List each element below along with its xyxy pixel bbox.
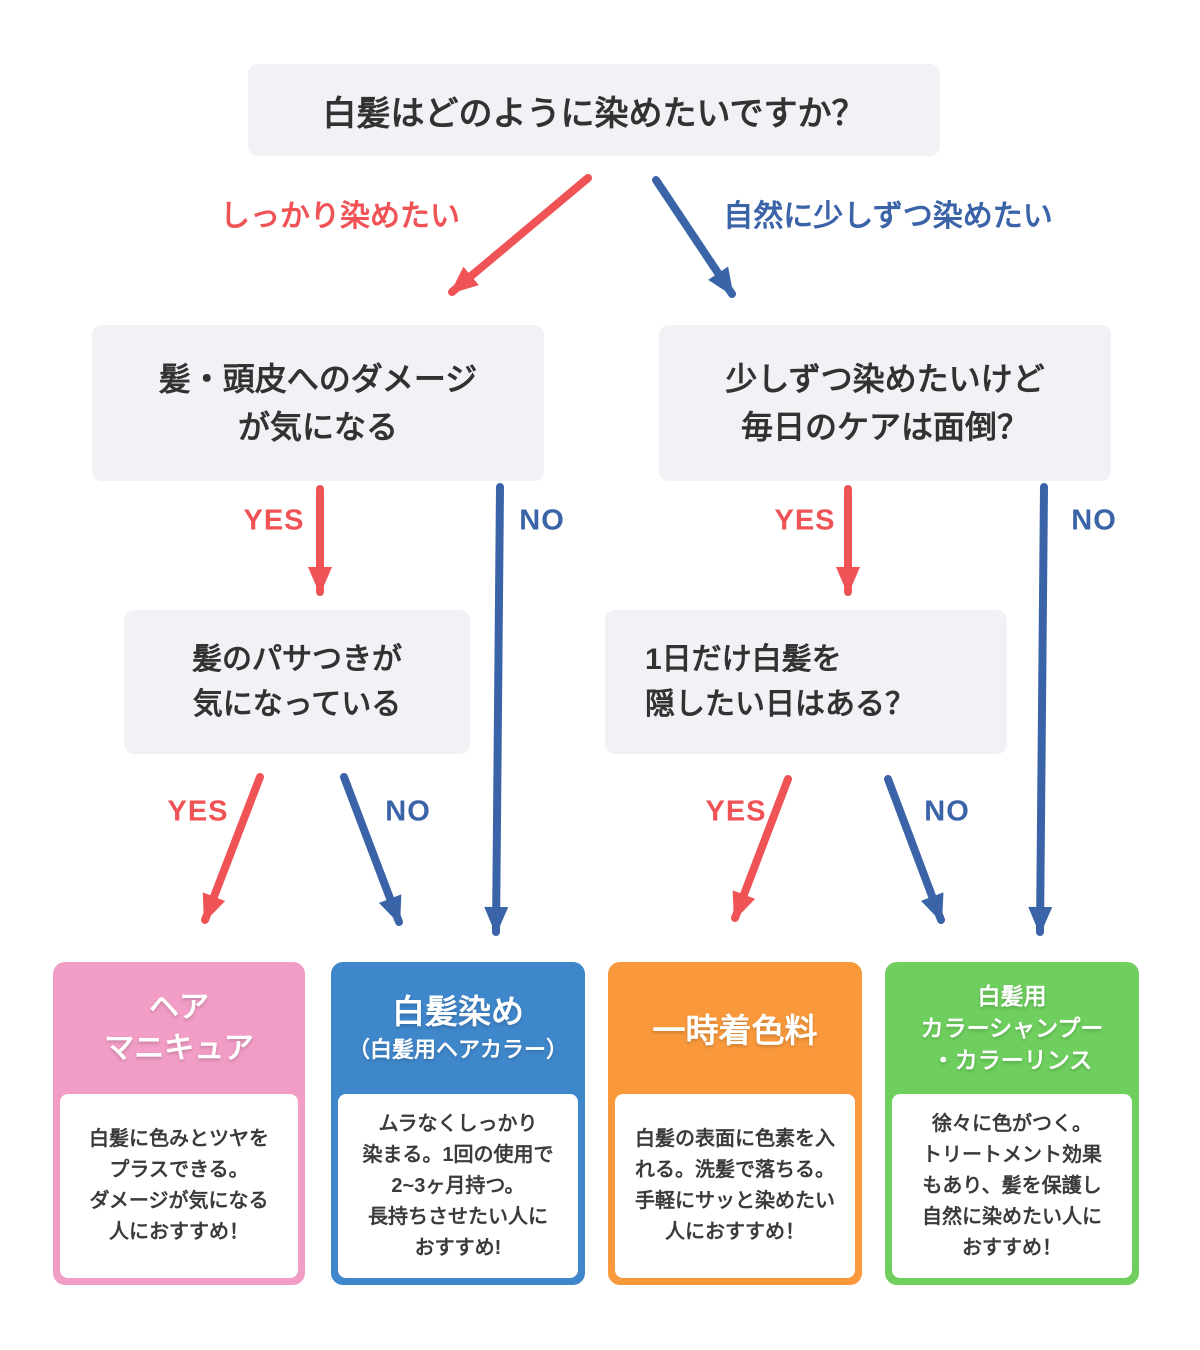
result-card-temporary-colorant: 一時着色料 白髪の表面に色素を入 れる。洗髪で落ちる。 手軽にサッと染めたい 人…	[608, 962, 862, 1285]
question-one-day-box: 1日だけ白髪を 隠したい日はある？	[605, 610, 1007, 754]
result-title-text: 白髪染め	[392, 993, 524, 1031]
question-dryness-box: 髪のパサつきが 気になっている	[124, 610, 470, 754]
result-card-body: ムラなくしっかり 染まる。1回の使用で 2~3ヶ月持つ。 長持ちさせたい人に お…	[338, 1094, 578, 1278]
result-card-gray-hair-dye: 白髪染め （白髪用ヘアカラー） ムラなくしっかり 染まる。1回の使用で 2~3ヶ…	[331, 962, 585, 1285]
arrow-dryness-yes	[201, 773, 264, 924]
arrow-damage-no	[484, 483, 509, 936]
arrow-branch-firm-dye	[448, 174, 592, 296]
no-label-one-day: NO	[924, 795, 970, 828]
branch-label-natural-dye: 自然に少しずつ染めたい	[723, 200, 1053, 233]
result-card-color-shampoo-rinse: 白髪用 カラーシャンプー ・カラーリンス 徐々に色がつく。 トリートメント効果 …	[885, 962, 1139, 1285]
result-description: 白髪に色みとツヤを プラスできる。 ダメージが気になる 人におすすめ！	[89, 1128, 269, 1243]
result-title-text: 一時着色料	[652, 1012, 818, 1049]
yes-label-daily-care: YES	[774, 504, 836, 537]
result-card-body: 徐々に色がつく。 トリートメント効果 もあり、髪を保護し 自然に染めたい人に お…	[892, 1094, 1132, 1278]
result-title-text: 白髪用 カラーシャンプー ・カラーリンス	[920, 982, 1104, 1074]
arrow-dryness-no	[340, 773, 403, 926]
result-card-title: ヘア マニキュア	[53, 962, 305, 1094]
result-card-title: 白髪染め （白髪用ヘアカラー）	[331, 962, 585, 1094]
root-question-box: 白髪はどのように染めたいですか？	[248, 64, 940, 156]
question-damage-box: 髪・頭皮へのダメージ が気になる	[92, 325, 544, 481]
result-description: 徐々に色がつく。 トリートメント効果 もあり、髪を保護し 自然に染めたい人に お…	[922, 1112, 1102, 1259]
branch-label-firm-dye: しっかり染めたい	[220, 200, 460, 233]
result-title-text: ヘア マニキュア	[104, 990, 254, 1065]
result-card-title: 一時着色料	[608, 962, 862, 1094]
yes-label-damage: YES	[243, 504, 305, 537]
arrow-oneday-yes	[731, 775, 792, 922]
result-card-body: 白髪に色みとツヤを プラスできる。 ダメージが気になる 人におすすめ！	[60, 1094, 298, 1278]
no-label-damage: NO	[519, 504, 565, 537]
no-label-daily-care: NO	[1071, 504, 1117, 537]
arrow-oneday-no	[884, 775, 945, 924]
result-card-hair-manicure: ヘア マニキュア 白髪に色みとツヤを プラスできる。 ダメージが気になる 人にお…	[53, 962, 305, 1285]
no-label-dryness: NO	[385, 795, 431, 828]
result-card-body: 白髪の表面に色素を入 れる。洗髪で落ちる。 手軽にサッと染めたい 人におすすめ！	[615, 1094, 855, 1278]
result-description: 白髪の表面に色素を入 れる。洗髪で落ちる。 手軽にサッと染めたい 人におすすめ！	[635, 1128, 835, 1243]
result-card-title: 白髪用 カラーシャンプー ・カラーリンス	[885, 962, 1139, 1094]
result-description: ムラなくしっかり 染まる。1回の使用で 2~3ヶ月持つ。 長持ちさせたい人に お…	[362, 1112, 554, 1259]
question-daily-care-box: 少しずつ染めたいけど 毎日のケアは面倒？	[659, 325, 1111, 481]
result-subtitle-text: （白髪用ヘアカラー）	[347, 1037, 568, 1063]
arrow-dailycare-no	[1028, 483, 1053, 936]
arrow-branch-natural-dye	[652, 176, 736, 298]
yes-label-dryness: YES	[167, 795, 229, 828]
yes-label-one-day: YES	[705, 795, 767, 828]
